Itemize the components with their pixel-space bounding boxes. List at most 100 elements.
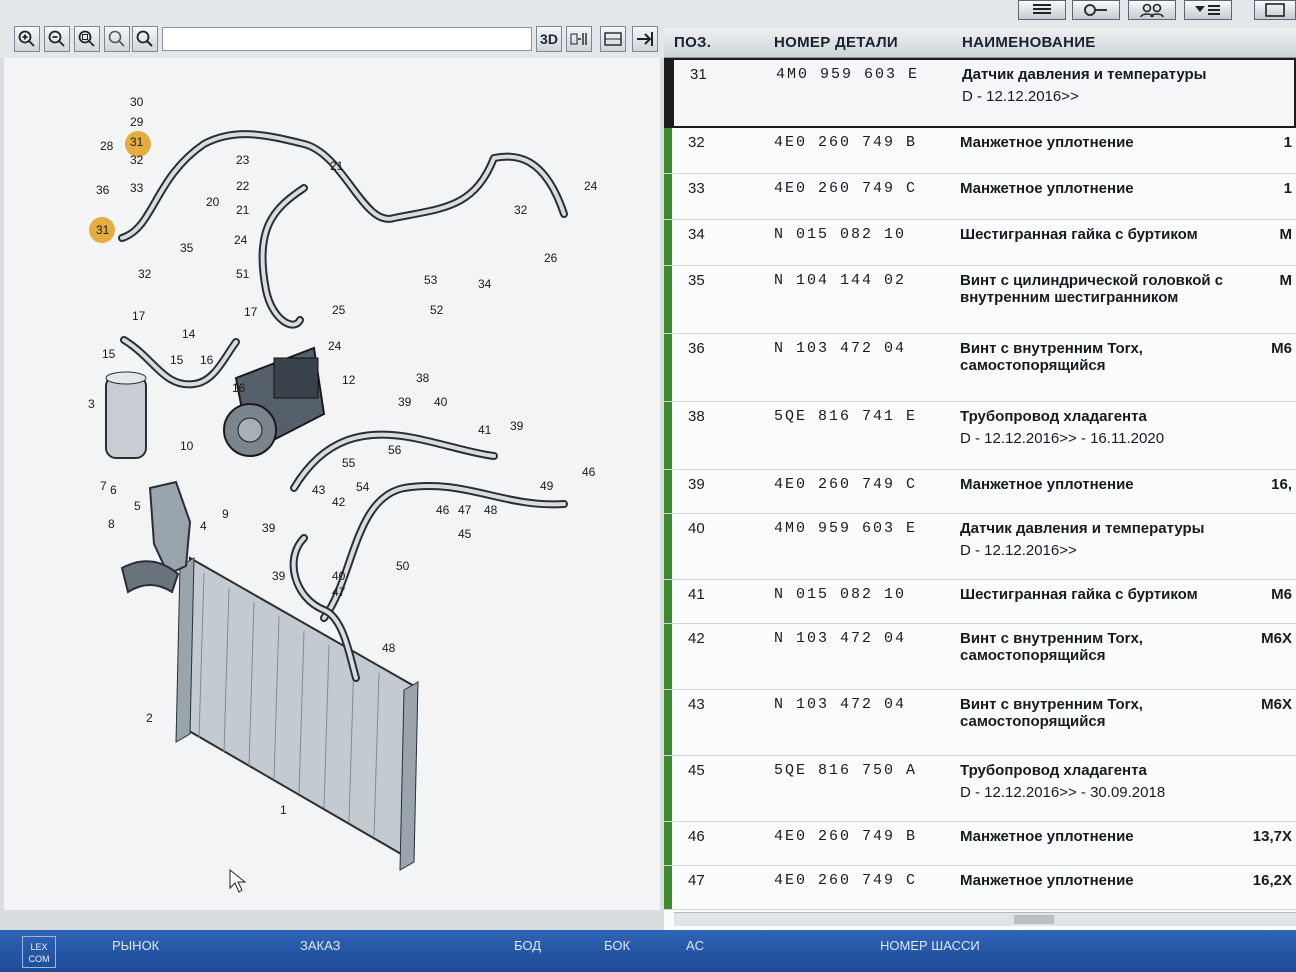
callout-label[interactable]: 22 bbox=[236, 179, 250, 193]
callout-label[interactable]: 49 bbox=[540, 479, 554, 493]
callout-label[interactable]: 12 bbox=[342, 373, 356, 387]
callout-label[interactable]: 10 bbox=[180, 439, 194, 453]
col-header-name[interactable]: НАИМЕНОВАНИЕ bbox=[962, 34, 1096, 51]
tab-market[interactable]: РЫНОК bbox=[112, 938, 160, 953]
callout-label[interactable]: 24 bbox=[328, 339, 342, 353]
callout-label[interactable]: 56 bbox=[388, 443, 402, 457]
menu-dropdown-button[interactable] bbox=[1184, 0, 1232, 20]
horizontal-scrollbar[interactable] bbox=[674, 912, 1296, 926]
callout-label[interactable]: 35 bbox=[180, 241, 194, 255]
callout-label[interactable]: 23 bbox=[236, 153, 250, 167]
callout-label[interactable]: 31 bbox=[130, 135, 144, 149]
search-button[interactable] bbox=[132, 26, 158, 52]
callout-label[interactable]: 46 bbox=[436, 503, 450, 517]
tab-chassis-number[interactable]: НОМЕР ШАССИ bbox=[880, 938, 980, 953]
callout-label[interactable]: 42 bbox=[332, 495, 346, 509]
callout-label[interactable]: 47 bbox=[332, 585, 346, 599]
tab-order[interactable]: ЗАКАЗ bbox=[300, 938, 341, 953]
callout-label[interactable]: 48 bbox=[382, 641, 396, 655]
callout-label[interactable]: 46 bbox=[582, 465, 596, 479]
callout-label[interactable]: 40 bbox=[332, 569, 346, 583]
callout-label[interactable]: 47 bbox=[458, 503, 472, 517]
callout-label[interactable]: 48 bbox=[484, 503, 498, 517]
callout-label[interactable]: 32 bbox=[138, 267, 152, 281]
callout-label[interactable]: 53 bbox=[424, 273, 438, 287]
callout-label[interactable]: 41 bbox=[478, 423, 492, 437]
print-button[interactable] bbox=[1018, 0, 1066, 20]
callout-label[interactable]: 7 bbox=[100, 479, 107, 493]
callout-label[interactable]: 39 bbox=[510, 419, 524, 433]
callout-label[interactable]: 39 bbox=[398, 395, 412, 409]
zoom-out-button[interactable] bbox=[44, 26, 70, 52]
callout-label[interactable]: 32 bbox=[514, 203, 528, 217]
search-input[interactable] bbox=[162, 27, 532, 51]
tab-ac[interactable]: AC bbox=[686, 938, 705, 953]
callout-label[interactable]: 29 bbox=[130, 115, 144, 129]
zoom-area-button[interactable] bbox=[74, 26, 100, 52]
callout-label[interactable]: 5 bbox=[134, 499, 141, 513]
callout-label[interactable]: 15 bbox=[102, 347, 116, 361]
callout-label[interactable]: 1 bbox=[280, 803, 287, 817]
callout-label[interactable]: 20 bbox=[206, 195, 220, 209]
callout-label[interactable]: 39 bbox=[272, 569, 286, 583]
callout-label[interactable]: 34 bbox=[478, 277, 492, 291]
tab-bod[interactable]: БОД bbox=[514, 938, 542, 953]
callout-label[interactable]: 33 bbox=[130, 181, 144, 195]
callout-label[interactable]: 9 bbox=[222, 507, 229, 521]
key-button[interactable] bbox=[1072, 0, 1120, 20]
zoom-in-button[interactable] bbox=[14, 26, 40, 52]
callout-label[interactable]: 21 bbox=[330, 159, 344, 173]
callout-label[interactable]: 50 bbox=[396, 559, 410, 573]
callout-label[interactable]: 24 bbox=[234, 233, 248, 247]
callout-label[interactable]: 17 bbox=[244, 305, 258, 319]
callout-label[interactable]: 16 bbox=[200, 353, 214, 367]
callout-label[interactable]: 26 bbox=[544, 251, 558, 265]
callout-label[interactable]: 8 bbox=[108, 517, 115, 531]
list-link-button[interactable] bbox=[566, 26, 592, 52]
col-header-pos[interactable]: ПОЗ. bbox=[674, 34, 712, 51]
callout-label[interactable]: 55 bbox=[342, 456, 356, 470]
callout-label[interactable]: 24 bbox=[584, 179, 598, 193]
callout-label[interactable]: 16 bbox=[232, 381, 246, 395]
callout-label[interactable]: 17 bbox=[132, 309, 146, 323]
callout-label[interactable]: 52 bbox=[430, 303, 444, 317]
callout-label[interactable]: 28 bbox=[100, 139, 114, 153]
callout-label[interactable]: 3 bbox=[88, 397, 95, 411]
callout-label[interactable]: 40 bbox=[434, 395, 448, 409]
next-arrow-button[interactable] bbox=[632, 26, 658, 52]
callout-label[interactable]: 2 bbox=[146, 711, 153, 725]
zoom-100-button[interactable] bbox=[104, 26, 130, 52]
callout-label[interactable]: 51 bbox=[236, 267, 250, 281]
3d-view-button[interactable]: 3D bbox=[536, 26, 562, 52]
callout-label[interactable]: 43 bbox=[312, 483, 326, 497]
callout-label[interactable]: 30 bbox=[130, 95, 144, 109]
callout-label[interactable]: 39 bbox=[262, 521, 276, 535]
callout-label[interactable]: 4 bbox=[200, 519, 207, 533]
callout-label[interactable]: 54 bbox=[356, 480, 370, 494]
tab-bok[interactable]: БОК bbox=[604, 938, 631, 953]
col-header-part-number[interactable]: НОМЕР ДЕТАЛИ bbox=[774, 34, 899, 51]
users-button[interactable] bbox=[1128, 0, 1176, 20]
callout-label[interactable]: 15 bbox=[170, 353, 184, 367]
callout-label[interactable]: 25 bbox=[332, 303, 346, 317]
callout-label[interactable]: 6 bbox=[110, 483, 117, 497]
callout-label[interactable]: 31 bbox=[96, 223, 110, 237]
split-view-button[interactable] bbox=[600, 26, 626, 52]
callout-label[interactable]: 21 bbox=[236, 203, 250, 217]
